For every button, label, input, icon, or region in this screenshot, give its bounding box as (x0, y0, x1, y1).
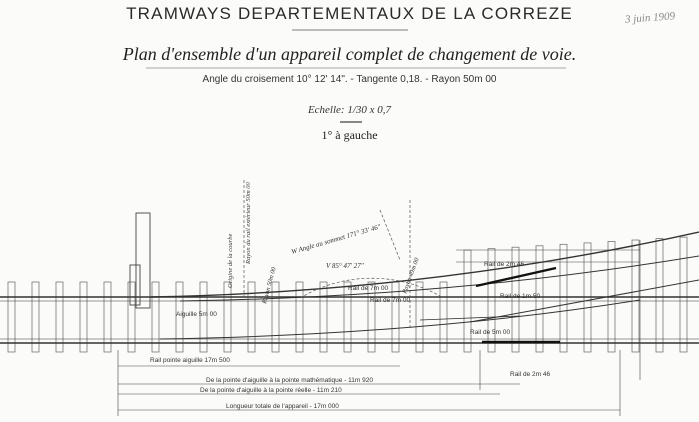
label-angle-summit: W Angle au sommet 171° 33' 46" (290, 223, 381, 256)
highlighted-rails (475, 266, 560, 344)
radius-line (379, 209, 401, 261)
label-rail-de-5: Rail de 5m 00 (470, 329, 510, 336)
organization-title: TRAMWAYS DEPARTEMENTAUX DE LA CORREZE (126, 4, 573, 23)
main-track (0, 296, 699, 344)
label-rail-de-2: Rail de 2m 46 (484, 261, 524, 268)
sleeper (439, 281, 448, 353)
sleeper (319, 281, 328, 353)
sleeper (343, 281, 352, 353)
label-rail-de-1: Rail de 1m 50 (500, 293, 540, 300)
sleeper (103, 281, 112, 353)
construction-lines (243, 180, 441, 330)
sleeper (31, 281, 40, 353)
sleeper (415, 281, 424, 353)
tall-marker-post (135, 212, 151, 309)
label-outer-radius: Rayon du rail extérieur 50m 00 (245, 181, 252, 265)
sleeper (271, 281, 280, 353)
sleeper (175, 281, 184, 353)
diverging-rail-lower (159, 299, 641, 340)
label-radius-50: Rayon 50m 00 (261, 266, 278, 306)
diverging-rail-outer (149, 231, 699, 298)
plan-title: Plan d'ensemble d'un appareil complet de… (122, 44, 577, 64)
sleeper (295, 281, 304, 353)
sleeper (55, 281, 64, 353)
switch-type-subtitle: 1° à gauche (321, 128, 378, 142)
sleeper (223, 281, 232, 353)
angle-arc (299, 277, 441, 299)
sleeper (127, 281, 136, 353)
label-dim-math: De la pointe d'aiguille à la pointe math… (206, 377, 373, 384)
sleeper (7, 281, 16, 353)
sleeper (535, 245, 544, 353)
check-rail (419, 315, 521, 321)
sleeper (559, 243, 568, 353)
sleeper (679, 236, 688, 353)
marker-post (129, 264, 141, 306)
switch-specifications: Angle du croisement 10° 12' 14". - Tange… (202, 74, 497, 85)
sleeper (367, 281, 376, 353)
label-angle-v: V 85° 47' 27" (326, 262, 364, 270)
sleeper (631, 239, 640, 353)
sleeper (247, 281, 256, 353)
label-rail-de-7b: Rail de 7m 00 (370, 297, 410, 304)
sleeper (391, 281, 400, 353)
sleeper (487, 248, 496, 353)
marker-posts (129, 212, 151, 309)
sleeper (655, 238, 664, 353)
sleeper (151, 281, 160, 353)
sleepers-group (7, 236, 688, 353)
sleeper (511, 246, 520, 353)
sleeper (79, 281, 88, 353)
label-rail-de-2b: Rail de 2m 46 (510, 371, 550, 378)
frog-wing-rail (469, 279, 699, 323)
rail-segment-heavy (475, 266, 557, 288)
diverging-rail-inner (179, 255, 699, 302)
diverging-track (149, 231, 699, 340)
label-curve-origin: Origine de la courbe (227, 234, 234, 288)
drawing-scale: Echelle: 1/30 x 0,7 (307, 104, 392, 116)
sleeper (199, 281, 208, 353)
label-dim-reelle: De la pointe d'aiguille à la pointe réel… (200, 387, 342, 394)
label-rail-de-7a: Rail de 7m 00 (348, 285, 388, 292)
dimension-lines (117, 240, 641, 416)
label-aiguille: Aiguille 5m 00 (176, 311, 217, 318)
label-dim-total: Longueur totale de l'appareil - 17m 000 (226, 403, 339, 410)
label-rail-pointe: Rail pointe aiguille 17m 500 (150, 357, 230, 364)
